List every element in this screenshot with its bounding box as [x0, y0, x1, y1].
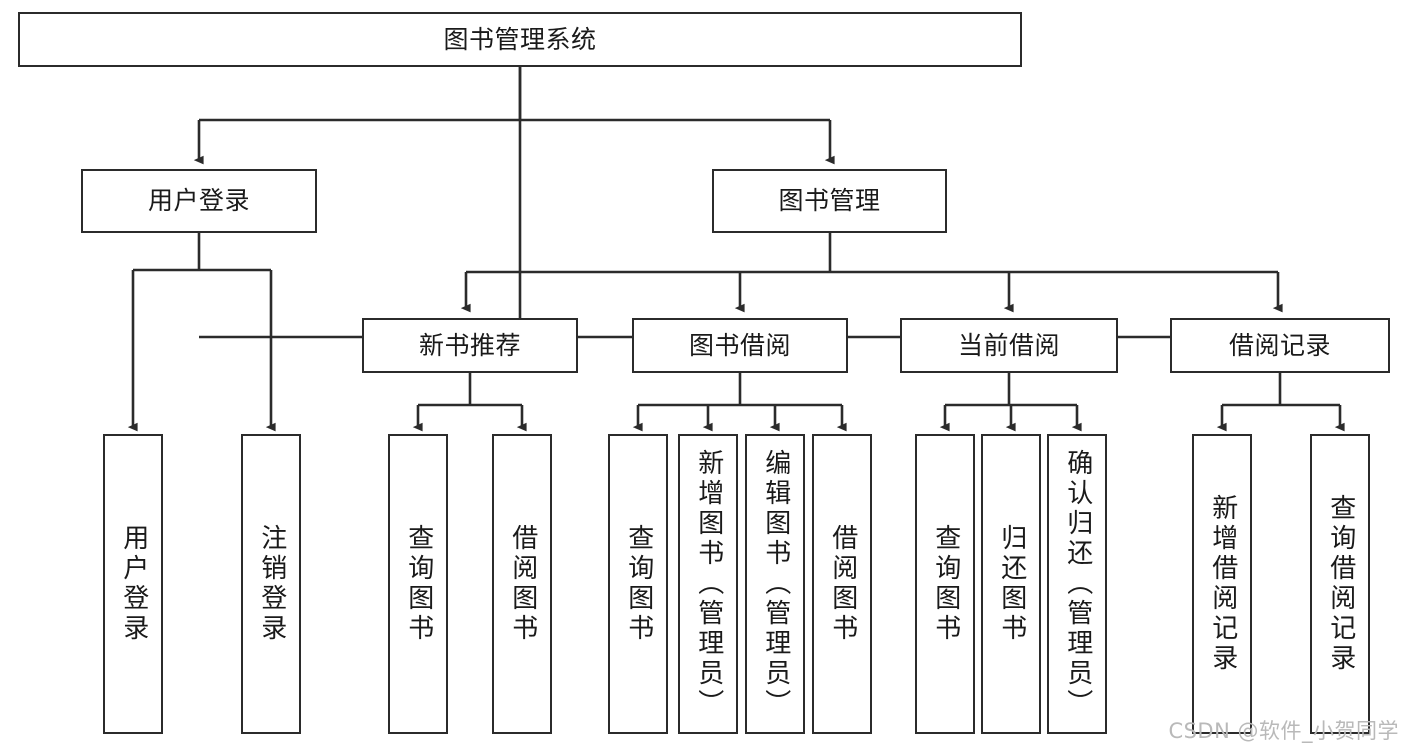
leaf-record-query-borrow-record-label: 查询借阅记录 [1325, 494, 1356, 674]
node-borrow-record-label: 借阅记录 [1228, 330, 1331, 360]
node-root-label: 图书管理系统 [443, 24, 597, 54]
leaf-current-return-book-label: 归还图书 [996, 524, 1027, 644]
node-book-borrow-label: 图书借阅 [688, 330, 791, 360]
node-book-management[interactable]: 图书管理 [712, 169, 947, 233]
leaf-borrow-borrow-book-label: 借阅图书 [827, 524, 858, 644]
node-book-borrow[interactable]: 图书借阅 [632, 318, 848, 373]
leaf-borrow-edit-book-admin-label: 编辑图书（管理员） [760, 449, 791, 719]
leaf-user-login[interactable]: 用户登录 [103, 434, 163, 734]
leaf-record-query-borrow-record[interactable]: 查询借阅记录 [1310, 434, 1370, 734]
leaf-current-query-book[interactable]: 查询图书 [915, 434, 975, 734]
leaf-recommend-borrow-book-label: 借阅图书 [507, 524, 538, 644]
leaf-borrow-borrow-book[interactable]: 借阅图书 [812, 434, 872, 734]
leaf-recommend-borrow-book[interactable]: 借阅图书 [492, 434, 552, 734]
leaf-borrow-add-book-admin[interactable]: 新增图书（管理员） [678, 434, 738, 734]
node-user-login[interactable]: 用户登录 [81, 169, 317, 233]
leaf-logout-label: 注销登录 [256, 524, 287, 644]
node-new-book-recommend-label: 新书推荐 [418, 330, 521, 360]
node-current-borrow[interactable]: 当前借阅 [900, 318, 1118, 373]
node-root-book-management-system[interactable]: 图书管理系统 [18, 12, 1022, 67]
leaf-current-confirm-return-admin[interactable]: 确认归还（管理员） [1047, 434, 1107, 734]
leaf-borrow-add-book-admin-label: 新增图书（管理员） [693, 449, 724, 719]
leaf-borrow-edit-book-admin[interactable]: 编辑图书（管理员） [745, 434, 805, 734]
leaf-borrow-query-book-label: 查询图书 [623, 524, 654, 644]
leaf-logout[interactable]: 注销登录 [241, 434, 301, 734]
leaf-record-add-borrow-record[interactable]: 新增借阅记录 [1192, 434, 1252, 734]
leaf-borrow-query-book[interactable]: 查询图书 [608, 434, 668, 734]
node-book-management-label: 图书管理 [778, 186, 881, 216]
leaf-current-return-book[interactable]: 归还图书 [981, 434, 1041, 734]
leaf-record-add-borrow-record-label: 新增借阅记录 [1207, 494, 1238, 674]
leaf-user-login-label: 用户登录 [118, 524, 149, 644]
node-current-borrow-label: 当前借阅 [957, 330, 1060, 360]
node-user-login-label: 用户登录 [147, 186, 250, 216]
leaf-current-query-book-label: 查询图书 [930, 524, 961, 644]
node-borrow-record[interactable]: 借阅记录 [1170, 318, 1390, 373]
node-new-book-recommend[interactable]: 新书推荐 [362, 318, 578, 373]
leaf-recommend-query-book-label: 查询图书 [403, 524, 434, 644]
leaf-current-confirm-return-admin-label: 确认归还（管理员） [1062, 449, 1093, 719]
leaf-recommend-query-book[interactable]: 查询图书 [388, 434, 448, 734]
